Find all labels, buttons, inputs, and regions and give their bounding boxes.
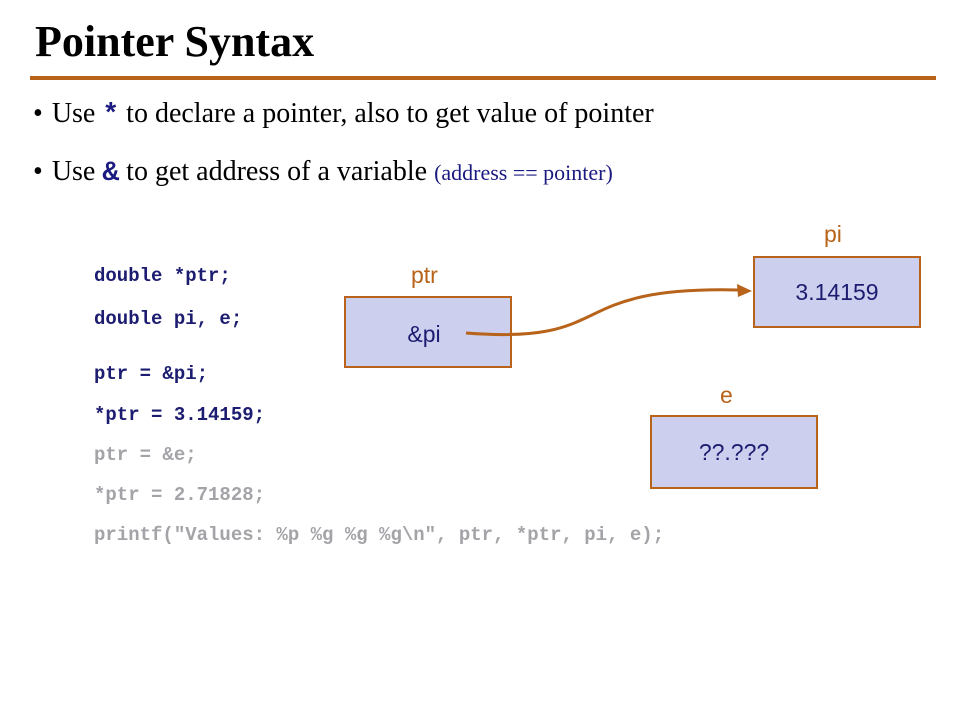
bullet-declare-pointer: • Use * to declare a pointer, also to get… (33, 98, 654, 131)
pointer-arrow-line (465, 288, 739, 337)
e-variable-box: ??.??? (650, 415, 818, 489)
pointer-arrow-head (737, 284, 752, 297)
bullet-get-address: • Use & to get address of a variable (add… (33, 156, 613, 189)
e-variable-label: e (720, 382, 733, 408)
bullet-suffix: to get address of a variable (119, 156, 435, 187)
pi-variable-box: 3.14159 (753, 256, 921, 328)
ptr-variable-label: ptr (411, 262, 438, 288)
bullet-suffix: to declare a pointer, also to get value … (119, 98, 654, 129)
slide-title: Pointer Syntax (35, 17, 315, 66)
pi-variable-label: pi (824, 221, 842, 247)
ptr-variable-value: &pi (407, 320, 441, 347)
bullet-code: & (102, 158, 120, 189)
code-line-declare-ptr: double *ptr; (94, 265, 231, 287)
bullet-prefix: Use (51, 98, 103, 129)
title-divider (30, 76, 936, 80)
bullet-note: (address == pointer) (434, 160, 613, 185)
code-line-printf: printf("Values: %p %g %g %g\n", ptr, *pt… (94, 524, 665, 546)
code-line-declare-pi-e: double pi, e; (94, 308, 243, 330)
bullet-dot-icon: • (33, 98, 43, 129)
bullet-code: * (102, 100, 120, 131)
e-variable-value: ??.??? (698, 438, 770, 465)
code-line-assign-ptr-e: ptr = &e; (94, 444, 197, 466)
code-line-deref-assign-e: *ptr = 2.71828; (94, 484, 266, 506)
pi-variable-value: 3.14159 (795, 278, 879, 305)
code-line-assign-ptr-pi: ptr = &pi; (94, 363, 209, 385)
code-line-deref-assign-pi: *ptr = 3.14159; (94, 404, 266, 426)
bullet-dot-icon: • (33, 156, 43, 187)
bullet-prefix: Use (51, 156, 103, 187)
ptr-variable-box: &pi (344, 296, 512, 368)
